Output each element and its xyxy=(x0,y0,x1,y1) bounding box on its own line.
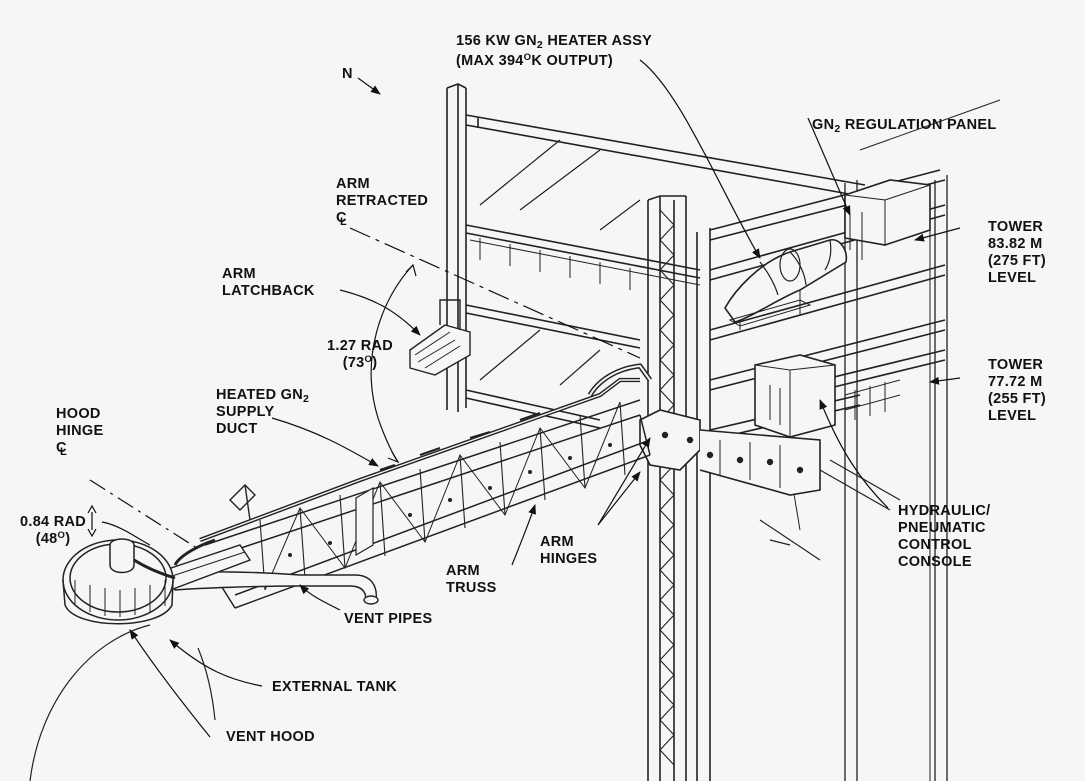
heater-assy-label: 156 KW GN2 HEATER ASSY (MAX 394OK OUTPUT… xyxy=(456,33,653,69)
arm-angle-label: 1.27 RAD (73O) xyxy=(327,338,394,371)
control-console-label: HYDRAULIC/ PNEUMATIC CONTROL CONSOLE xyxy=(898,503,991,570)
vent-pipes-label: VENT PIPES xyxy=(344,611,433,627)
arm-latchback-label: ARM LATCHBACK xyxy=(222,266,315,299)
vent-pipes xyxy=(148,484,379,605)
tower-275ft-label: TOWER 83.82 M (275 FT) LEVEL xyxy=(988,219,1046,286)
arm-truss xyxy=(199,363,653,609)
north-label: N xyxy=(342,66,353,82)
arm-truss-label: ARM TRUSS xyxy=(446,563,497,596)
heated-supply-duct-label: HEATED GN2 SUPPLY DUCT xyxy=(216,387,310,437)
arm-hinges-label: ARM HINGES xyxy=(540,534,598,567)
vent-hood-label: VENT HOOD xyxy=(226,729,315,745)
tower-structure xyxy=(446,83,1001,781)
vent-hood xyxy=(29,538,216,781)
hood-angle-label: 0.84 RAD (48O) xyxy=(20,514,87,547)
external-tank-label: EXTERNAL TANK xyxy=(272,679,398,695)
annotation-lines xyxy=(87,59,961,738)
tower-255ft-label: TOWER 77.72 M (255 FT) LEVEL xyxy=(988,357,1046,424)
gn2-regulation-panel-label: GN2 REGULATION PANEL xyxy=(812,117,997,135)
arm-latchback-bracket xyxy=(409,299,471,376)
